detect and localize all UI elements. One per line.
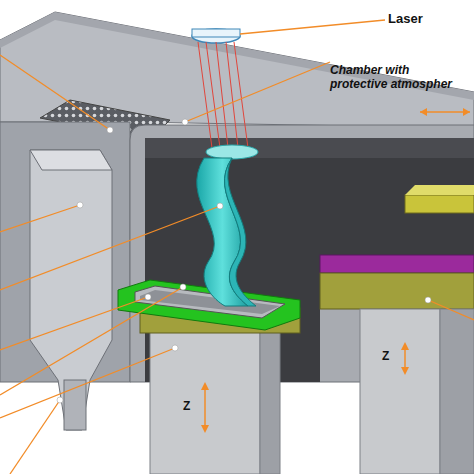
axis-label: Z	[183, 400, 203, 414]
chamber-label: Chamber with protective atmospher	[330, 64, 470, 92]
axis-label: Z	[382, 350, 402, 364]
laser-label: Laser	[388, 12, 468, 27]
